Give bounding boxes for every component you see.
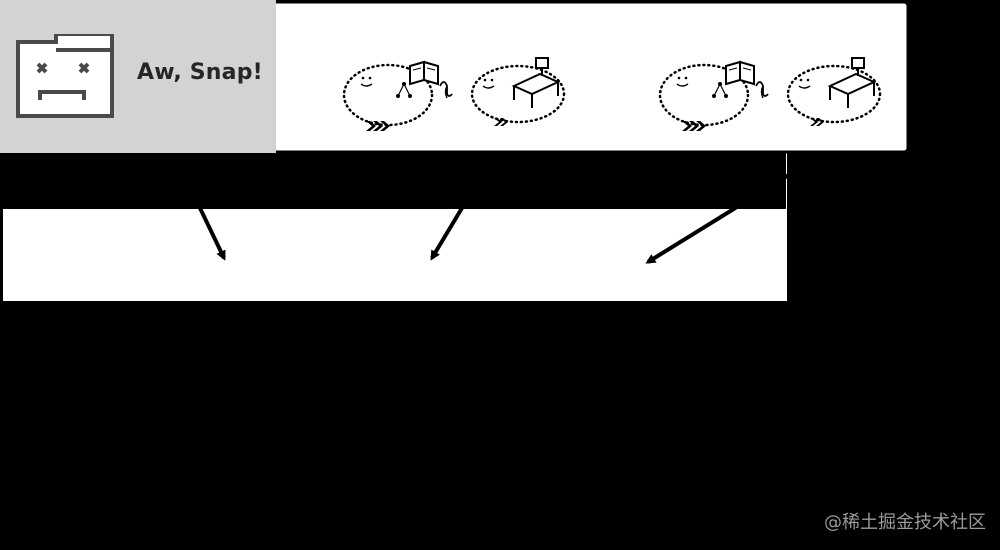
arrow-left — [198, 207, 226, 261]
function-icon — [439, 81, 453, 99]
tree-icon — [396, 82, 412, 98]
working-process — [786, 57, 882, 126]
connector-arrows — [198, 166, 802, 264]
function-icon — [755, 81, 769, 99]
process-group-2 — [658, 57, 882, 131]
aw-snap-title: Aw, Snap! — [137, 60, 263, 85]
face-icon — [482, 78, 495, 89]
progress-chevrons — [494, 118, 508, 126]
working-process — [470, 57, 566, 126]
process-panel — [268, 0, 910, 154]
arrow-right — [645, 166, 802, 264]
black-band — [0, 153, 786, 209]
tree-icon — [712, 82, 728, 98]
progress-chevrons — [810, 118, 824, 126]
sad-tab-icon — [16, 34, 114, 118]
face-icon — [360, 76, 373, 87]
desk-icon — [511, 57, 561, 108]
book-icon — [409, 60, 439, 86]
progress-chevrons — [366, 121, 390, 131]
face-icon — [798, 78, 811, 89]
process-group-1 — [342, 57, 566, 131]
face-icon — [676, 76, 689, 87]
desk-icon — [827, 57, 877, 108]
thinking-process — [658, 60, 769, 131]
aw-snap-card: Aw, Snap! — [0, 0, 276, 153]
thinking-process — [342, 60, 453, 131]
book-icon — [725, 60, 755, 86]
watermark: @稀土掘金技术社区 — [824, 512, 986, 533]
progress-chevrons — [682, 121, 706, 131]
target-panel — [0, 149, 797, 303]
arrow-middle — [430, 206, 464, 261]
